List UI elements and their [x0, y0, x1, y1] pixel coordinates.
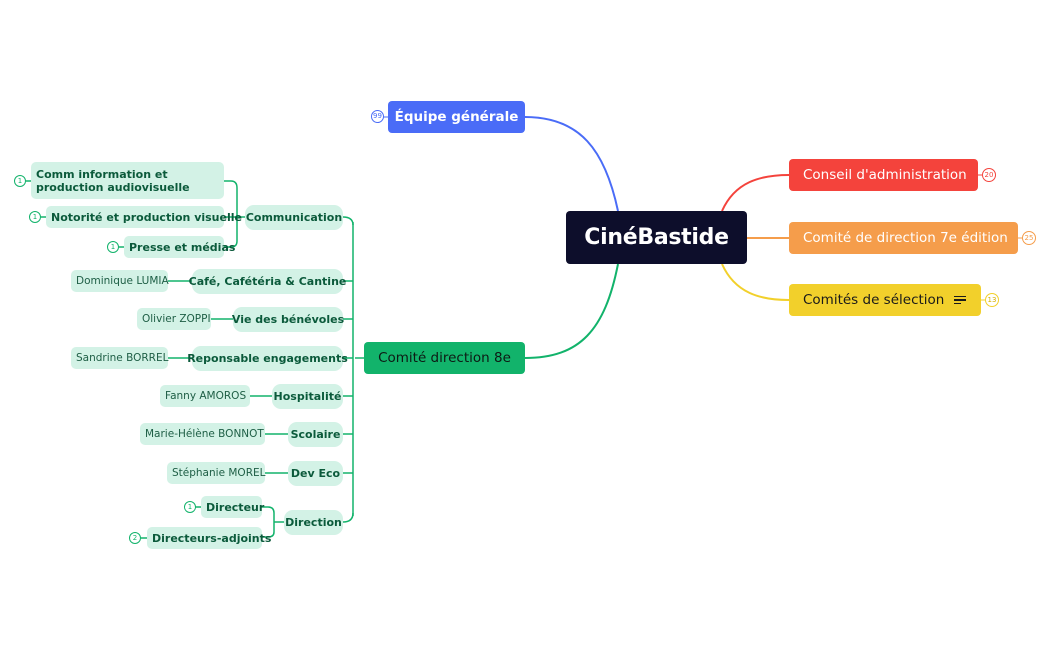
count-badge[interactable]: 13 [985, 293, 999, 307]
branch-equipe-generale[interactable]: Équipe générale [388, 101, 525, 133]
person-label[interactable]: Marie-Hélène BONNOT [140, 423, 265, 445]
person-label[interactable]: Sandrine BORREL [71, 347, 168, 369]
person-label[interactable]: Stéphanie MOREL [167, 462, 265, 484]
central-topic-label: CinéBastide [584, 225, 729, 250]
count-badge[interactable]: 1 [14, 175, 26, 187]
count-badge[interactable]: 2 [129, 532, 141, 544]
topic-responsable-engagements[interactable]: Reponsable engagements [187, 346, 348, 371]
branch-label: Conseil d'administration [803, 167, 967, 183]
branch-comite-direction-8e[interactable]: Comité direction 8e [364, 342, 525, 374]
notes-icon[interactable] [954, 295, 967, 305]
person-label[interactable]: Dominique LUMIA [71, 270, 169, 292]
subtopic-presse-medias[interactable]: Presse et médias [124, 236, 235, 258]
subtopic-directeur[interactable]: Directeur [201, 496, 264, 518]
branch-label: Comité direction 8e [378, 350, 511, 366]
topic-hospitalite[interactable]: Hospitalité [272, 384, 343, 409]
person-label[interactable]: Olivier ZOPPI [137, 308, 211, 330]
topic-vie-benevoles[interactable]: Vie des bénévoles [232, 307, 344, 332]
count-badge[interactable]: 1 [29, 211, 41, 223]
subtopic-directeurs-adjoints[interactable]: Directeurs-adjoints [147, 527, 271, 549]
branch-label: Comité de direction 7e édition [803, 230, 1008, 246]
count-badge[interactable]: 99 [371, 110, 384, 123]
topic-communication[interactable]: Communication [245, 205, 343, 230]
central-topic[interactable]: CinéBastide [566, 211, 747, 264]
branch-label: Comités de sélection [803, 292, 945, 308]
topic-scolaire[interactable]: Scolaire [288, 422, 343, 447]
count-badge[interactable]: 25 [1022, 231, 1036, 245]
topic-dev-eco[interactable]: Dev Eco [288, 461, 343, 486]
branch-conseil-administration[interactable]: Conseil d'administration [789, 159, 978, 191]
topic-cafe-cafeteria-cantine[interactable]: Café, Cafétéria & Cantine [189, 269, 346, 294]
count-badge[interactable]: 1 [184, 501, 196, 513]
subtopic-comm-information[interactable]: Comm information et production audiovisu… [31, 162, 224, 199]
branch-comite-direction-7e[interactable]: Comité de direction 7e édition [789, 222, 1018, 254]
count-badge[interactable]: 1 [107, 241, 119, 253]
topic-direction[interactable]: Direction [284, 510, 343, 535]
person-label[interactable]: Fanny AMOROS [160, 385, 250, 407]
branch-comites-selection[interactable]: Comités de sélection [789, 284, 981, 316]
branch-label: Équipe générale [394, 109, 519, 125]
count-badge[interactable]: 20 [982, 168, 996, 182]
subtopic-notorite[interactable]: Notorité et production visuelle [46, 206, 242, 228]
